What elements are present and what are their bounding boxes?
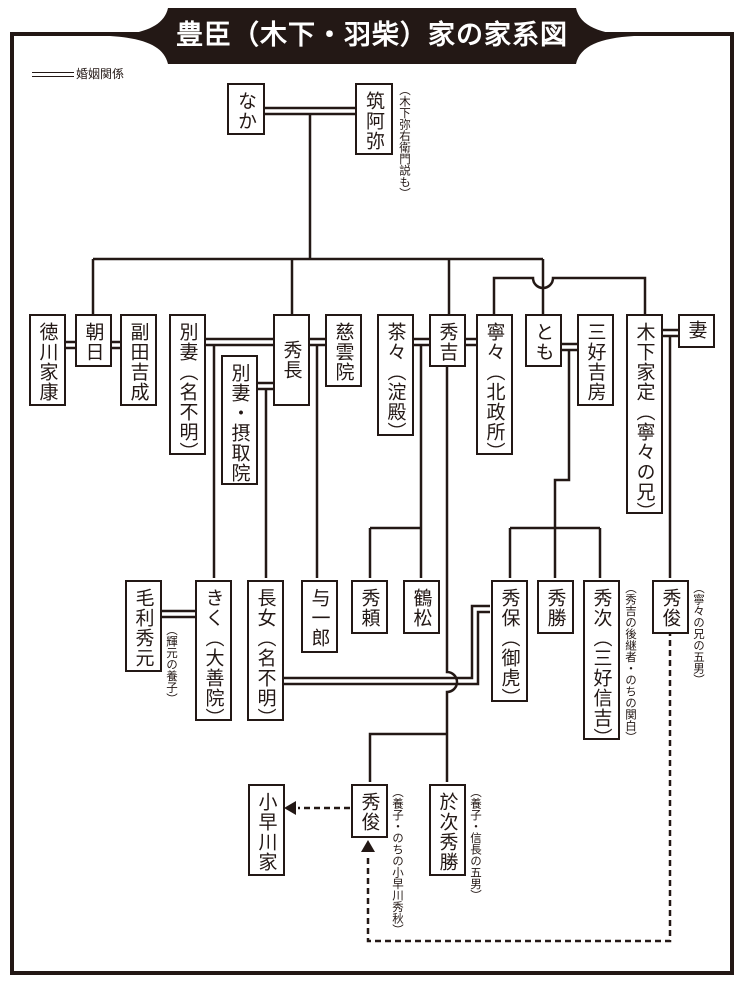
marriage-line [162, 609, 196, 619]
title-banner: 豊臣（木下・羽柴）家の家系図 [110, 8, 634, 64]
note-hidetsugu: （秀吉の後継者・のちの関白） [624, 582, 638, 743]
person-name: とも [532, 322, 555, 362]
legend-label: 婚姻関係 [76, 67, 125, 81]
person-hideyasu: 秀保（御虎） [491, 580, 528, 708]
marriage-line [282, 676, 457, 686]
person-bessai-sesshuin: 別妻・摂取院 [221, 355, 258, 485]
person-nene: 寧々（北政所） [476, 314, 513, 462]
person-choujo: 長女（名不明） [247, 580, 284, 728]
person-hidetsugu: 秀次（三好信吉） [583, 580, 620, 748]
person-kobayakawa-ke: 小早川家 [248, 784, 285, 876]
person-tsuma: 妻 [678, 314, 715, 348]
person-name: 秀保（御虎） [498, 588, 521, 708]
descent-line [492, 276, 647, 314]
person-name: 秀勝 [544, 588, 567, 628]
marriage-line [413, 337, 429, 347]
person-miyoshi-yoshifusa: 三好吉房 [577, 314, 614, 406]
person-hidenaga: 秀長 [273, 314, 310, 406]
person-name: 徳川家康 [36, 322, 59, 402]
person-kiku: きく（大善院） [195, 580, 232, 728]
person-name: 三好吉房 [584, 322, 607, 402]
person-name: 別妻・摂取院 [228, 363, 251, 483]
person-name: 寧々（北政所） [483, 322, 506, 462]
person-name: 秀長 [280, 340, 303, 380]
marriage-line-symbol [32, 71, 74, 77]
note-mori-hidemoto: （輝元の養子） [165, 624, 179, 705]
person-otsugi-hidekatsu: 於次秀勝 [429, 784, 466, 876]
person-name: 長女（名不明） [254, 588, 277, 728]
person-name: 別妻（名不明） [176, 322, 199, 462]
person-tsurumatsu: 鶴松 [403, 580, 440, 634]
person-name: 秀次（三好信吉） [590, 588, 613, 748]
note-hidetoshi-kinoshita: （寧々の兄の五男） [692, 582, 706, 686]
marriage-line [465, 337, 477, 347]
person-naka: なか [227, 83, 265, 135]
marriage-line [65, 340, 76, 350]
person-soeda-yoshinari: 副田吉成 [120, 314, 157, 406]
descent-line [368, 732, 447, 782]
person-hidetoshi-kinoshita: 秀俊 [652, 580, 689, 634]
person-chikuami: 筑阿弥 [355, 83, 393, 155]
marriage-line [457, 604, 490, 686]
marriage-line [309, 337, 325, 347]
marriage-line [256, 381, 274, 391]
person-yoichiro: 与一郎 [301, 580, 338, 653]
person-name: 与一郎 [308, 588, 331, 648]
person-bessai-meifumei: 別妻（名不明） [169, 314, 206, 462]
note-chikuami: （木下弥右衛門説も） [398, 84, 412, 199]
person-name: 副田吉成 [127, 322, 150, 402]
note-otsugi-hidekatsu: （養子・信長の五男） [469, 786, 483, 901]
person-kinoshita-iesada: 木下家定（寧々の兄） [626, 314, 663, 522]
person-name: 慈雲院 [332, 322, 355, 382]
page-title: 豊臣（木下・羽柴）家の家系図 [176, 20, 568, 51]
person-name: 朝日 [82, 322, 105, 362]
person-name: 鶴松 [410, 588, 433, 628]
descent-line [368, 526, 421, 578]
person-name: 秀吉 [436, 322, 459, 362]
note-hidetoshi-adopted: （養子・のちの小早川秀秋） [391, 786, 405, 936]
marriage-line [264, 106, 356, 116]
person-mori-hidemoto: 毛利秀元 [125, 580, 162, 672]
person-asahi: 朝日 [75, 314, 112, 367]
person-hideyoshi: 秀吉 [429, 314, 466, 367]
person-hidekatsu: 秀勝 [537, 580, 574, 634]
marriage-line [111, 340, 121, 350]
person-name: 秀頼 [358, 588, 381, 628]
person-name: 秀俊 [659, 588, 682, 628]
person-name: 小早川家 [255, 792, 278, 872]
person-name: 妻 [685, 320, 708, 340]
person-tokugawa-ieyasu: 徳川家康 [29, 314, 66, 406]
marriage-line [205, 337, 274, 347]
person-jiunin: 慈雲院 [325, 314, 362, 387]
person-name: 秀俊 [358, 792, 381, 832]
legend: 婚姻関係 [32, 66, 124, 82]
person-name: なか [235, 91, 257, 131]
marriage-line [561, 342, 577, 352]
person-name: 毛利秀元 [132, 588, 155, 668]
descent-line [445, 363, 459, 734]
adoption-line [366, 630, 672, 943]
person-hideyori: 秀頼 [351, 580, 388, 634]
arrow-head-up [361, 840, 375, 852]
person-chacha: 茶々（淀殿） [377, 314, 414, 442]
arrow-head-left [284, 801, 296, 815]
person-name: きく（大善院） [202, 588, 225, 728]
person-hidetoshi-adopted: 秀俊 [351, 784, 388, 838]
person-name: 於次秀勝 [436, 792, 459, 872]
descent-line [553, 350, 571, 528]
person-name: 木下家定（寧々の兄） [633, 322, 656, 522]
person-tomo: とも [525, 314, 562, 367]
person-name: 筑阿弥 [363, 91, 385, 151]
title-banner-shape [110, 8, 634, 64]
person-name: 茶々（淀殿） [384, 322, 407, 442]
